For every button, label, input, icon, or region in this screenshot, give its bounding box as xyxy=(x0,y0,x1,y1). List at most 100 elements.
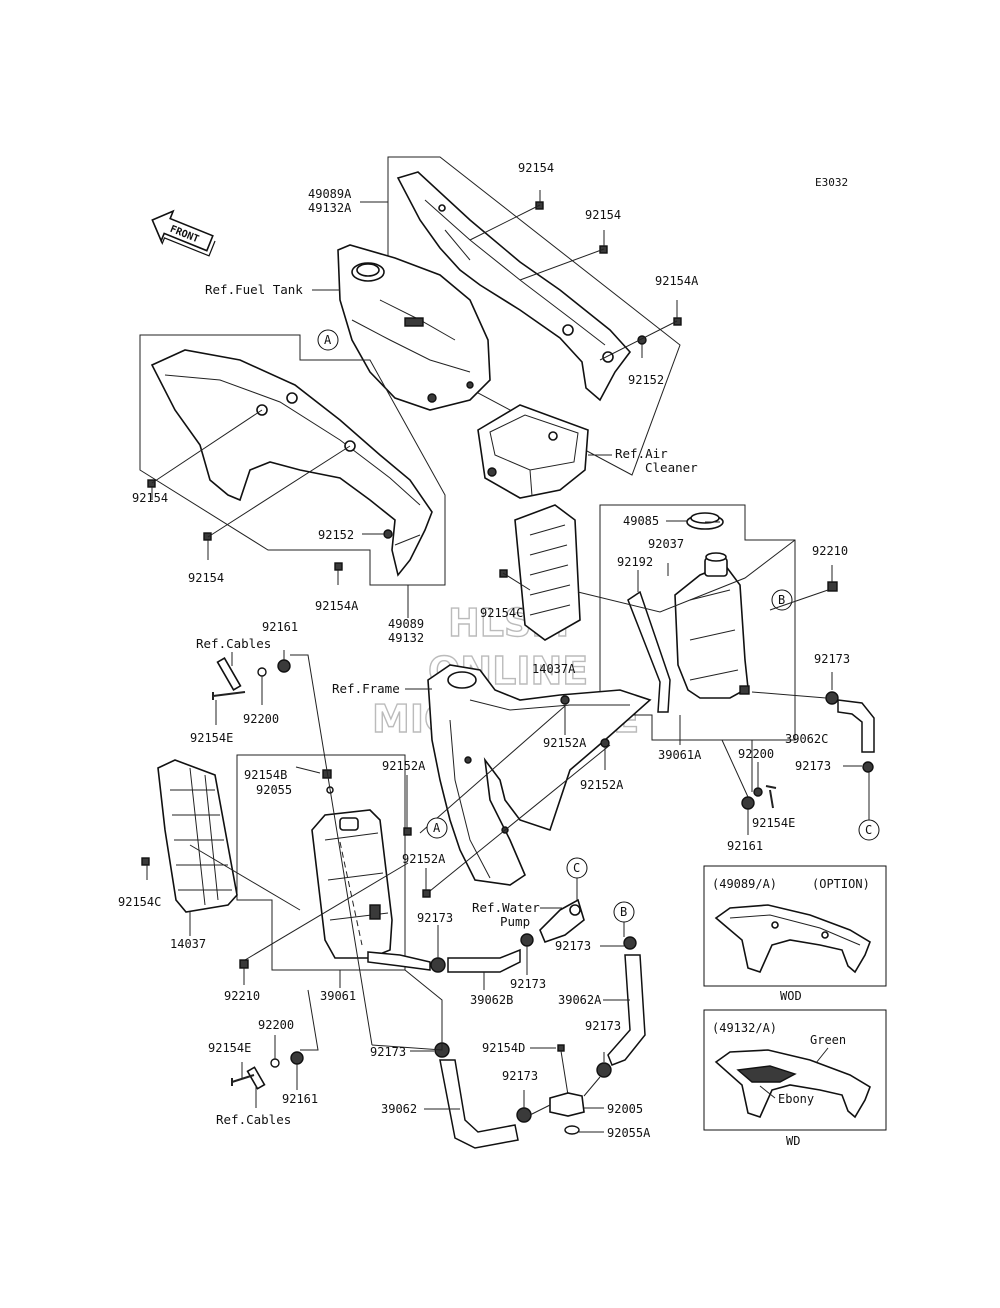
bolt-icon xyxy=(147,479,156,488)
option-wd-color-green: Green xyxy=(810,1033,846,1047)
ref-water-pump-label-1: Ref.Water xyxy=(472,900,540,915)
label-92152a-4: 92152A xyxy=(402,852,446,866)
marker-c-bottom-label: C xyxy=(573,861,580,875)
label-92173-bottom1: 92173 xyxy=(370,1045,406,1059)
clamp-icon xyxy=(596,1062,612,1078)
marker-a-frame xyxy=(426,817,448,839)
label-92210-right: 92210 xyxy=(812,544,848,558)
label-92154-top2: 92154 xyxy=(585,208,621,222)
bolt-icon xyxy=(231,1074,255,1086)
washer-icon xyxy=(600,738,610,748)
label-92173-bottom3: 92173 xyxy=(502,1069,538,1083)
frame xyxy=(427,664,652,886)
label-39062: 39062 xyxy=(381,1102,417,1116)
label-ref-cables-bottom: Ref.Cables xyxy=(216,1112,291,1127)
clamp-icon xyxy=(520,933,534,947)
ref-frame-label: Ref.Frame xyxy=(332,681,400,696)
bolt-icon xyxy=(557,1044,565,1052)
marker-a-top-label: A xyxy=(324,333,332,347)
option-wod-header: (49089/A) xyxy=(712,877,777,891)
label-92173-mid3: 92173 xyxy=(555,939,591,953)
washer-icon xyxy=(560,695,570,705)
label-ref-cables-top: Ref.Cables xyxy=(196,636,271,651)
label-92152-mid: 92152 xyxy=(318,528,354,542)
label-39062c: 39062C xyxy=(785,732,828,746)
option-wod-tag: (OPTION) xyxy=(812,877,870,891)
label-92200-bottom: 92200 xyxy=(258,1018,294,1032)
clamp-icon xyxy=(862,761,874,773)
option-box-wd: (49132/A) Green Ebony xyxy=(703,1009,887,1131)
label-49089: 49089 xyxy=(388,617,424,631)
label-92154e-bottom: 92154E xyxy=(208,1041,251,1055)
label-92152-top: 92152 xyxy=(628,373,664,387)
hose-39062c xyxy=(837,699,875,753)
label-92192: 92192 xyxy=(617,555,653,569)
radiator-guard-right xyxy=(514,504,581,641)
fitting-92005 xyxy=(549,1092,585,1117)
radiator-guard-left xyxy=(157,759,238,913)
bolt-icon xyxy=(203,532,212,541)
marker-c-right-label: C xyxy=(865,823,872,837)
label-39061: 39061 xyxy=(320,989,356,1003)
water-pump-fitting xyxy=(539,898,585,944)
label-92154-left1: 92154 xyxy=(132,491,168,505)
washer-icon xyxy=(422,889,431,898)
bolt-icon xyxy=(239,959,249,969)
label-92154e-right: 92154E xyxy=(752,816,795,830)
ref-fuel-tank-label: Ref.Fuel Tank xyxy=(205,282,303,297)
label-14037a: 14037A xyxy=(532,662,576,676)
label-92152a-1: 92152A xyxy=(543,736,587,750)
grommet-icon xyxy=(290,1051,304,1065)
washer-icon xyxy=(403,827,412,836)
label-92037: 92037 xyxy=(648,537,684,551)
label-49085: 49085 xyxy=(623,514,659,528)
option-wd-header: (49132/A) xyxy=(712,1021,777,1035)
front-arrow-icon: FRONT xyxy=(151,209,216,257)
label-49132a: 49132A xyxy=(308,201,352,215)
marker-a-top xyxy=(317,329,339,351)
label-92154e-left: 92154E xyxy=(190,731,233,745)
label-49089a: 49089A xyxy=(308,187,352,201)
label-92154c-mid: 92154C xyxy=(480,606,523,620)
hose-92192 xyxy=(627,590,671,713)
label-92173-bottom2: 92173 xyxy=(585,1019,621,1033)
hose-39062 xyxy=(439,1059,519,1149)
grommet-icon xyxy=(741,796,755,810)
label-39062b: 39062B xyxy=(470,993,513,1007)
washer-icon xyxy=(270,1058,280,1068)
label-39062a: 39062A xyxy=(558,993,602,1007)
ref-air-cleaner-label-1: Ref.Air xyxy=(615,446,668,461)
bolt-icon xyxy=(827,581,838,592)
bolt-icon xyxy=(334,562,343,571)
oring-icon xyxy=(564,1125,580,1135)
part-labels: 49089A 49132A 92154 92154 92154A 92152 9… xyxy=(118,161,862,1140)
label-92161-right: 92161 xyxy=(727,839,763,853)
label-92161-bottom: 92161 xyxy=(282,1092,318,1106)
clamp-icon xyxy=(516,1107,532,1123)
label-92173-right2: 92173 xyxy=(795,759,831,773)
label-92154a-top: 92154A xyxy=(655,274,699,288)
side-cover-lower xyxy=(139,334,446,586)
label-14037: 14037 xyxy=(170,937,206,951)
radiator-left xyxy=(236,754,406,971)
ref-air-cleaner-label-2: Cleaner xyxy=(645,460,698,475)
label-92200-left: 92200 xyxy=(243,712,279,726)
grommet-icon xyxy=(277,659,291,673)
washer-icon xyxy=(753,787,763,797)
washer-icon xyxy=(383,529,393,539)
label-92154b: 92154B xyxy=(244,768,287,782)
label-92152a-2: 92152A xyxy=(580,778,624,792)
label-92154d: 92154D xyxy=(482,1041,525,1055)
label-49132: 49132 xyxy=(388,631,424,645)
hose-39062a xyxy=(607,954,646,1066)
label-92055a: 92055A xyxy=(607,1126,651,1140)
option-box-wod: (49089/A) (OPTION) xyxy=(703,865,887,987)
label-92154-top1: 92154 xyxy=(518,161,554,175)
clamp-icon xyxy=(825,691,839,705)
bolt-icon xyxy=(141,857,150,866)
label-92152a-3: 92152A xyxy=(382,759,426,773)
label-92154a-mid: 92154A xyxy=(315,599,359,613)
label-92200-right: 92200 xyxy=(738,747,774,761)
cable-band-icon xyxy=(246,1066,266,1090)
